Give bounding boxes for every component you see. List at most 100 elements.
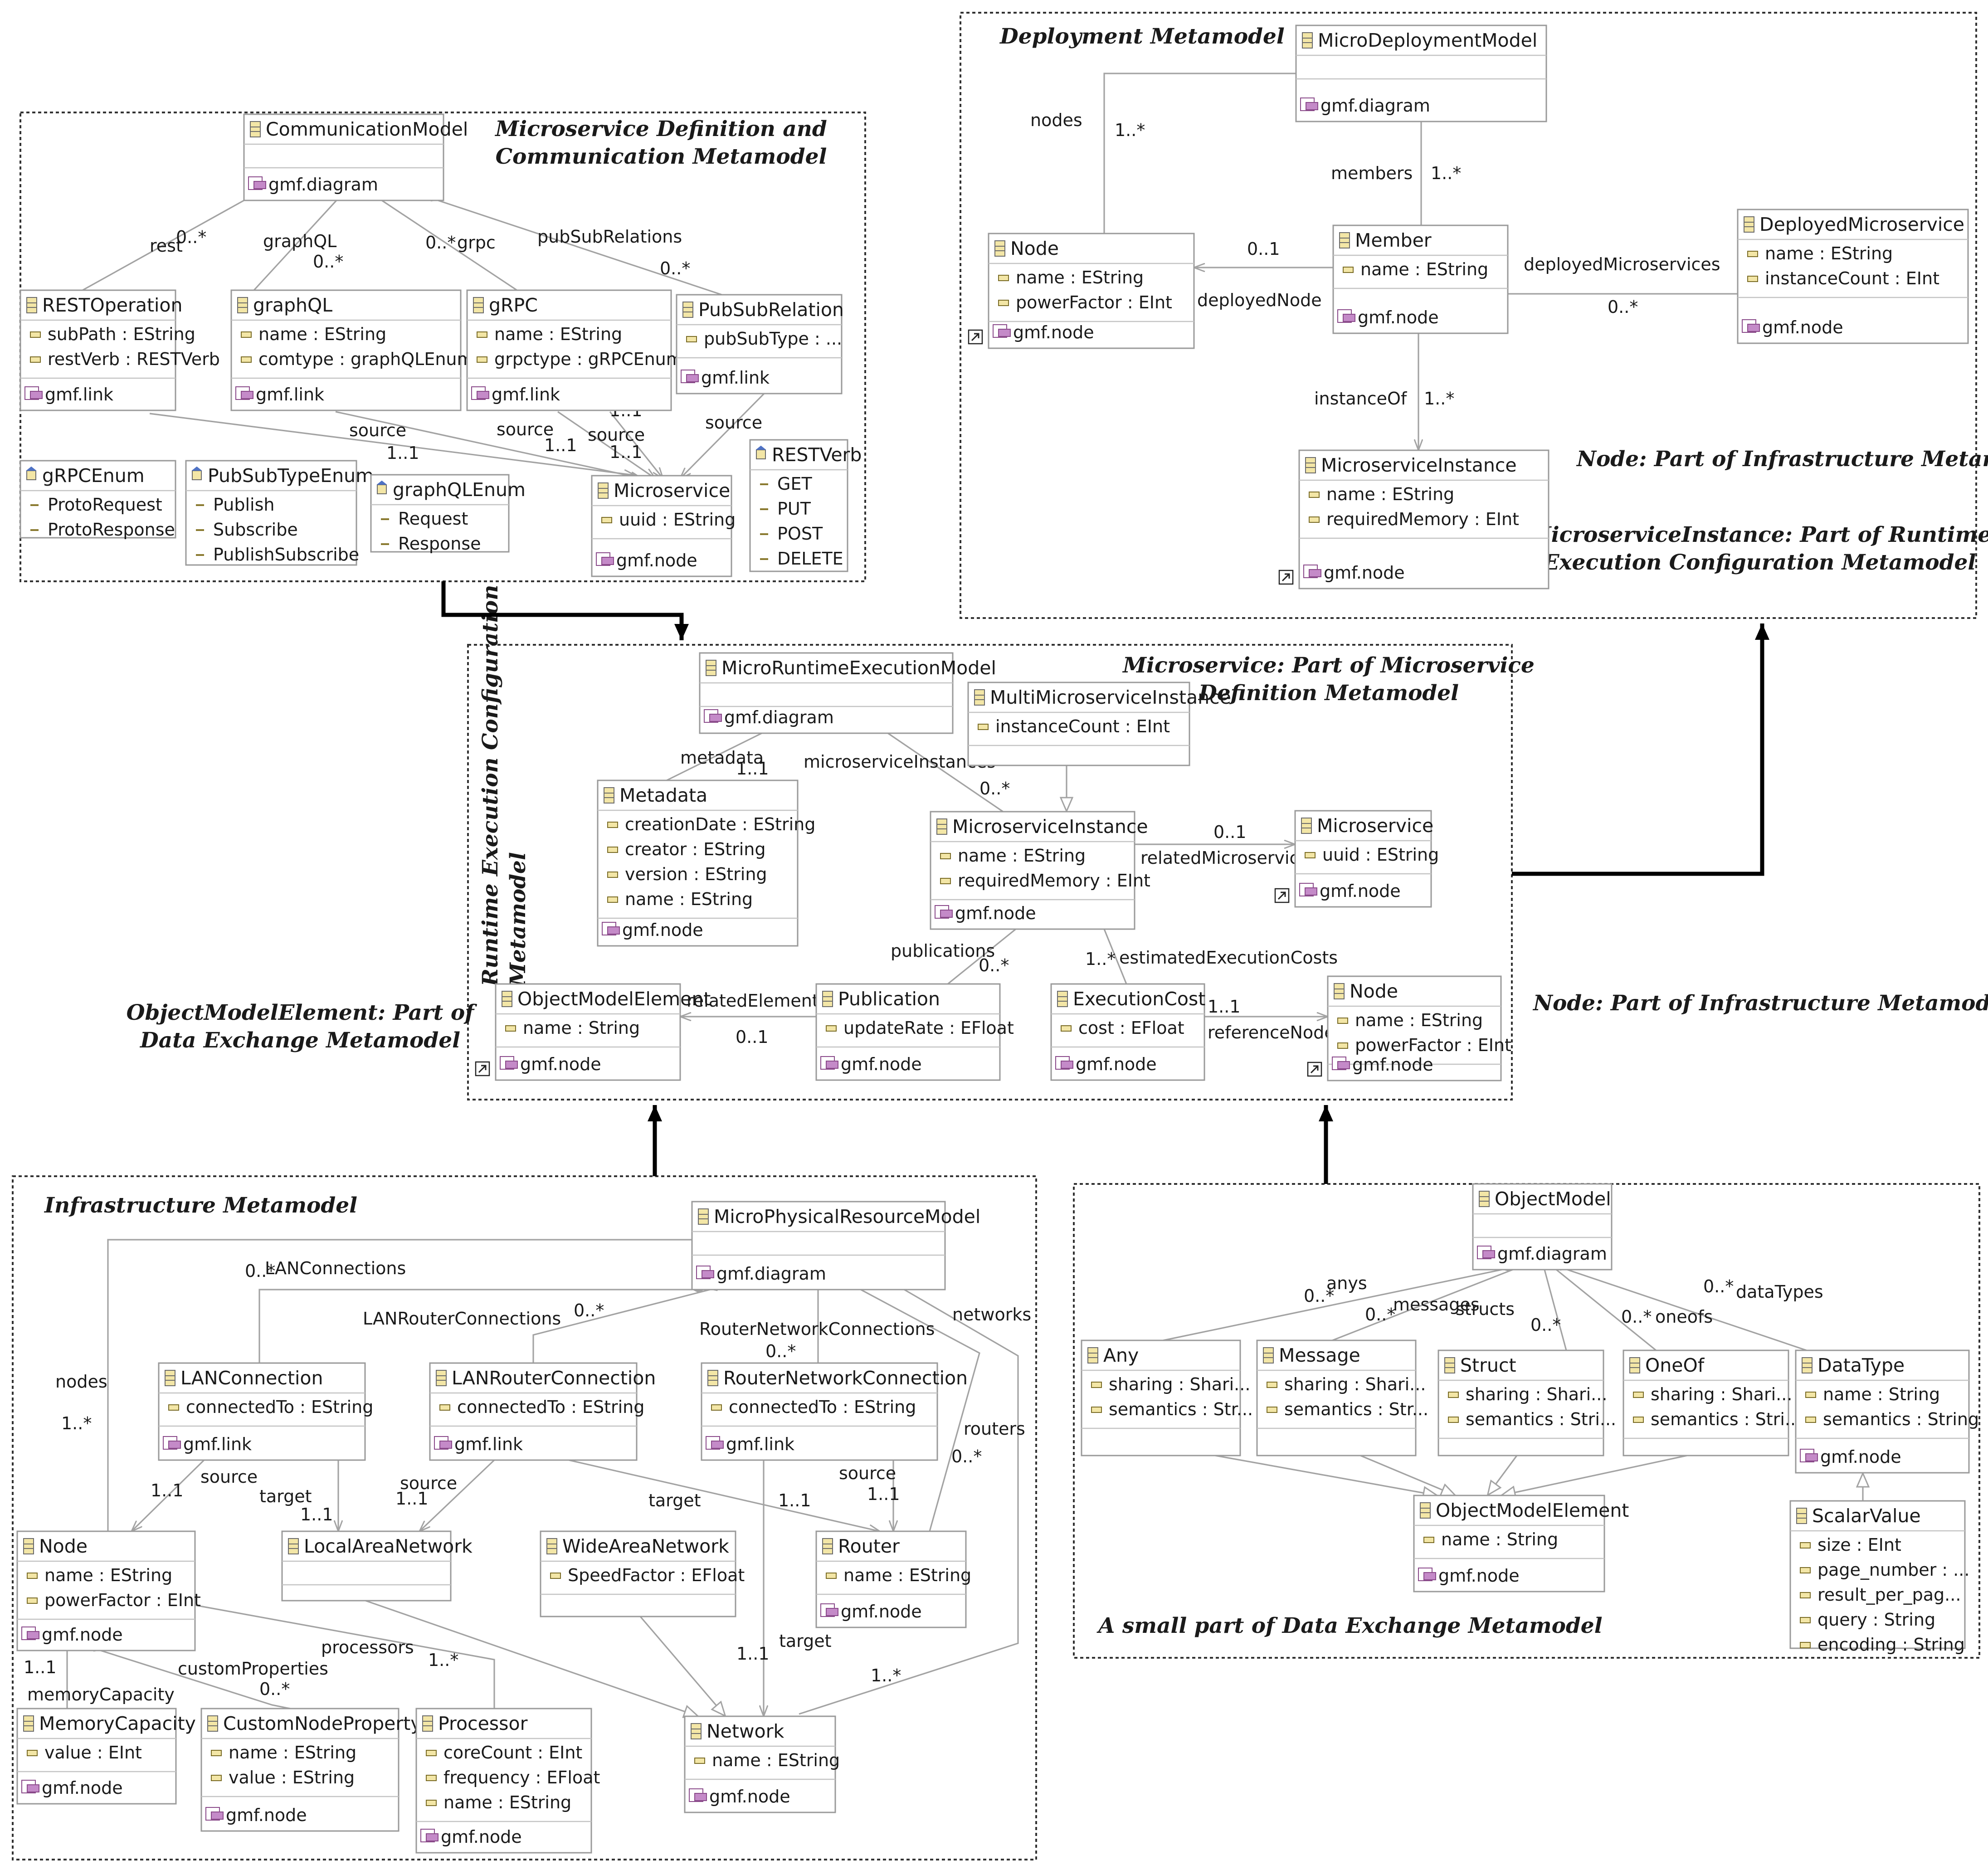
class-name: MemoryCapacity [39,1713,196,1734]
relation-label: source [200,1467,258,1487]
edge-pubsub-source [680,393,765,478]
relation-label: 0..* [176,227,206,247]
relation-label: nodes [1030,110,1082,130]
class-annotation: gmf.link [45,385,113,404]
literal-icon [760,533,768,535]
class-icon [1263,1347,1274,1364]
class-pubsubtypeenum[interactable]: PubSubTypeEnumPublishSubscribePublishSub… [185,460,374,566]
class-attribute: name : EString [258,324,386,344]
annotation-icon [235,386,253,400]
relation-label: instanceOf [1314,389,1408,409]
relation-label: source [349,420,406,440]
annotation-icon [1742,319,1760,333]
relation-label: nodes [55,1372,107,1392]
relation-label: publications [891,941,995,961]
class-box [1327,975,1502,1081]
relation-label: estimatedExecutionCosts [1119,948,1338,968]
class-annotation: gmf.node [42,1625,123,1645]
class-box [1789,1500,1966,1649]
class-attribute: name : String [523,1018,640,1038]
relation-label: routers [964,1419,1025,1439]
literal-icon [196,504,204,506]
class-localareanetwork[interactable]: LocalAreaNetwork [281,1530,473,1602]
class-annotation: gmf.node [1324,563,1405,583]
shortcut-arrow-icon [968,329,983,345]
annotation-icon [1477,1246,1495,1259]
annotation-icon [1299,883,1317,896]
flow-communication-to-runtime [441,581,689,640]
class-attribute: semantics : Str... [1109,1399,1253,1419]
class-box [701,1362,938,1461]
class-icon [822,1538,833,1554]
relation-label: 1..* [1431,163,1461,183]
class-name: Publication [838,988,940,1010]
class-attribute: sharing : Shari... [1466,1384,1607,1404]
class-annotation: gmf.node [441,1827,522,1847]
attribute-icon [1800,1592,1811,1598]
annotation-icon [163,1436,181,1450]
edge-grpc-source2 [609,411,663,478]
relation-label: pubSubRelations [537,227,682,247]
class-icon [473,297,484,313]
class-attribute: name : EString [1355,1010,1483,1030]
class-name: ObjectModel [1495,1188,1611,1210]
attribute-icon [998,300,1009,306]
relation-label: grpc [457,233,496,253]
class-icon [250,121,261,137]
class-box [815,983,1001,1081]
class-box [185,460,357,566]
class-attribute: version : EString [625,864,767,884]
attribute-icon [1805,1392,1816,1398]
class-name: ExecutionCost [1073,988,1205,1010]
relation-label: 0..* [425,233,456,253]
class-name: OneOf [1645,1354,1705,1376]
class-attribute: updateRate : EFloat [843,1018,1014,1038]
attribute-icon [1633,1417,1644,1423]
class-icon [1301,818,1312,834]
attribute-icon [686,336,697,342]
class-attribute: encoding : String [1817,1635,1965,1655]
